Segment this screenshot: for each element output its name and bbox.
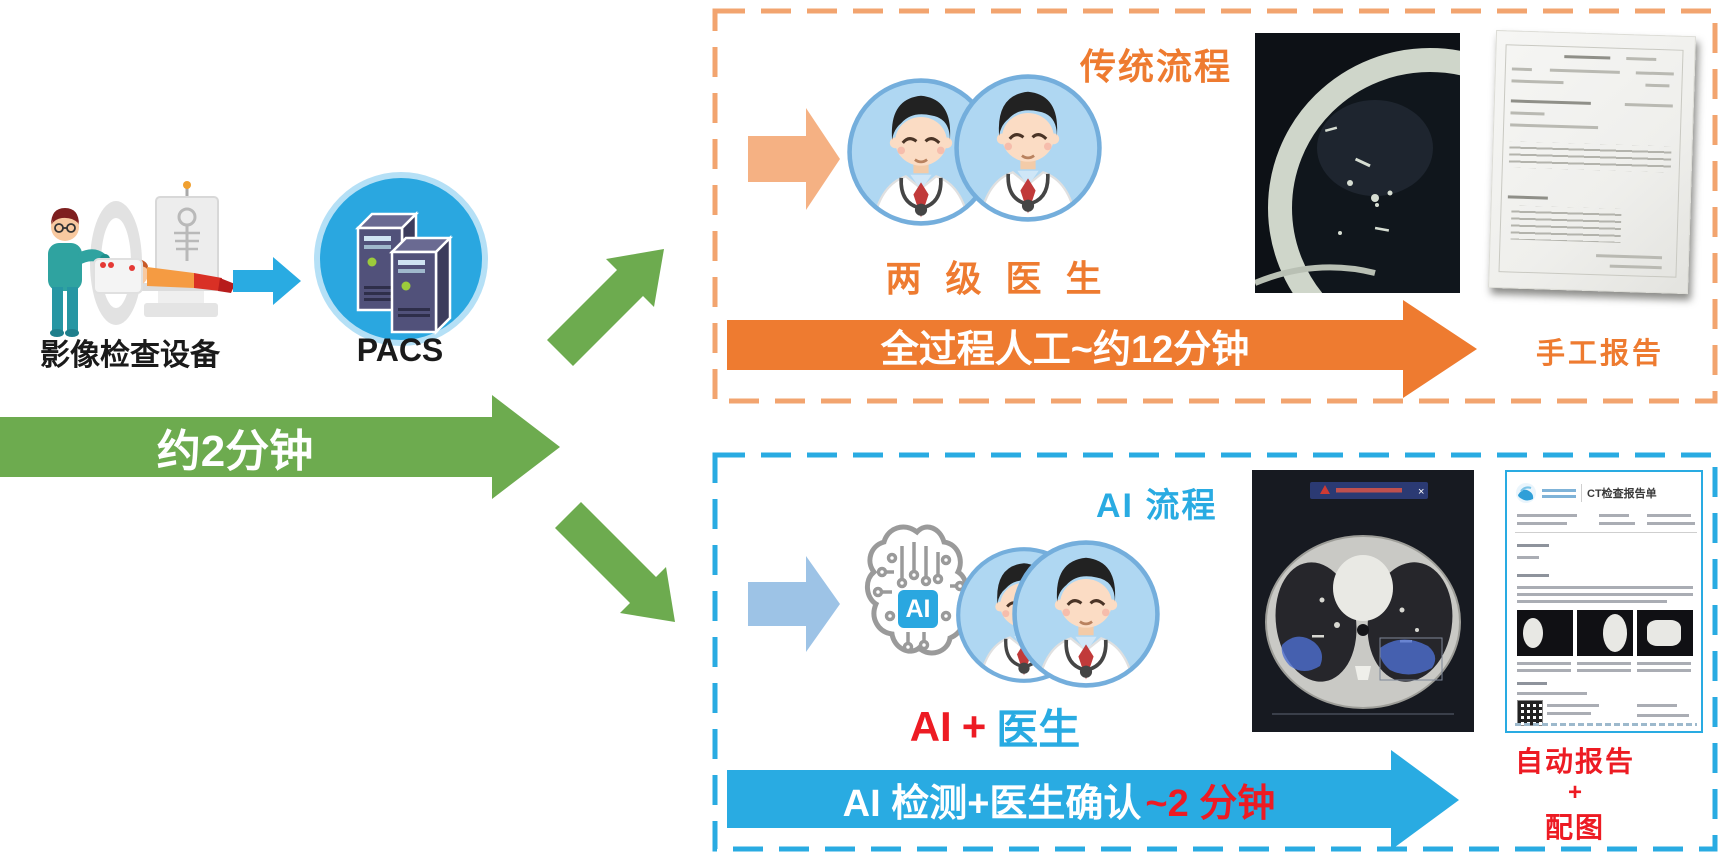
ai-process-arrow: AI 检测+医生确认 ~2 分钟 — [727, 748, 1461, 852]
ai-vendor-logo-icon — [1516, 483, 1536, 503]
ai-report-card: CT检查报告单 — [1505, 470, 1703, 733]
transfer-arrow-label: 约2分钟 — [156, 427, 314, 476]
ai-process-label-white: AI 检测+医生确认 — [842, 782, 1142, 825]
pacs-server-icon — [314, 172, 488, 346]
device-label: 影像检查设备 — [40, 339, 220, 372]
ai-chip-label: AI — [906, 595, 931, 623]
traditional-process-arrow: 全过程人工~约12分钟 — [727, 298, 1479, 400]
ai-process-arrow-shape — [727, 750, 1459, 850]
warning-icon — [1320, 485, 1330, 494]
transfer-arrow-shape — [0, 395, 560, 499]
traditional-doctors-label: 两 级 医 生 — [885, 258, 1109, 299]
ai-process-label: AI 检测+医生确认 ~2 分钟 — [727, 770, 1391, 828]
ai-title: AI 流程 — [1096, 487, 1218, 525]
pacs-label: PACS — [356, 332, 444, 368]
manual-report-page — [1498, 44, 1684, 278]
ai-combo-doctor: 医生 — [996, 706, 1081, 753]
ai-combo-plus: + — [961, 702, 987, 750]
ct-scanner-illustration — [48, 181, 235, 337]
traditional-step-arrow — [748, 108, 840, 210]
to-pacs-arrow-icon — [233, 257, 301, 305]
ai-output-line3: 配图 — [1544, 812, 1605, 843]
branch-down-arrow — [555, 502, 675, 622]
ai-doctors — [952, 538, 1202, 696]
ai-output-label: 自动报告 + 配图 — [1495, 740, 1655, 846]
ai-box-border — [712, 452, 1718, 852]
ai-output-line2: + — [1567, 779, 1582, 806]
ai-brain-icon: AI — [865, 524, 969, 656]
branch-up-arrow — [547, 249, 664, 366]
ai-process-label-red: ~2 分钟 — [1145, 782, 1276, 825]
qr-code — [1517, 700, 1543, 726]
ct-image-traditional — [1255, 33, 1460, 293]
ai-detection-box — [1379, 637, 1443, 681]
ct-image-ai: × — [1252, 470, 1474, 732]
doctor-avatar — [952, 72, 1104, 224]
traditional-process-arrow-shape — [727, 300, 1477, 398]
ai-output-line1: 自动报告 — [1514, 746, 1635, 777]
ai-segmentation-left — [1281, 636, 1322, 671]
traditional-doctors — [845, 72, 1107, 230]
manual-report-label: 手工报告 — [1535, 338, 1664, 370]
manual-report-photo — [1487, 29, 1697, 295]
traditional-box-border — [712, 8, 1718, 404]
ai-combo-ai: AI — [909, 702, 952, 750]
traditional-title: 传统流程 — [1080, 46, 1233, 87]
ai-step-arrow — [748, 556, 840, 652]
ai-combo-label: AI + 医生 — [895, 696, 1095, 757]
ai-alert-bar: × — [1310, 482, 1428, 499]
close-icon: × — [1418, 486, 1424, 498]
ai-report-header: CT检查报告单 — [1515, 480, 1693, 506]
traditional-process-label: 全过程人工~约12分钟 — [880, 328, 1250, 371]
ai-report-title: CT检查报告单 — [1587, 488, 1657, 500]
transfer-arrow: 约2分钟 — [0, 393, 562, 501]
doctor-avatar — [1010, 538, 1162, 690]
ai-segmentation-right — [1379, 639, 1436, 675]
